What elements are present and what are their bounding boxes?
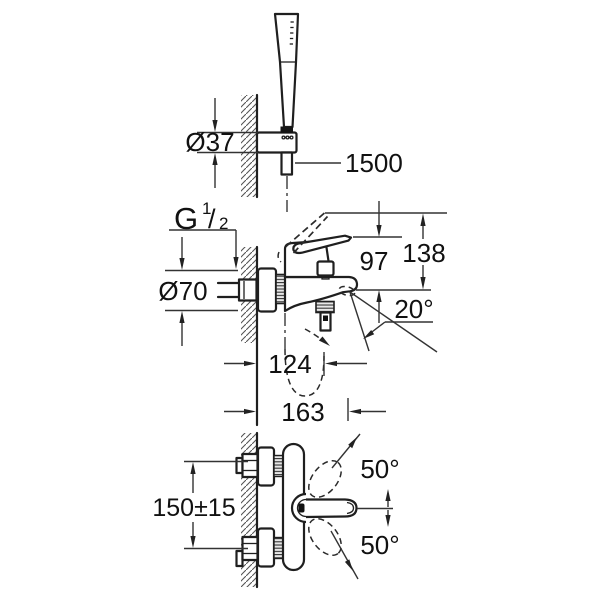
connection-distance-label: 150±15 [152,494,235,522]
handle-up-position-dashed [307,459,343,499]
dim-spout-angle: 20° [349,291,438,353]
swing-upper-label: 50° [360,454,399,484]
thread-label-slash: / [208,204,216,234]
handle-cap-line [346,501,355,515]
handle-pivot-mark [298,503,305,513]
thread-label-num: 1 [202,199,211,218]
bracket-diameter-label: Ø37 [185,127,234,157]
bracket-knurl-dots [281,135,294,140]
dim-thread-size: G 1 / 2 [169,199,239,269]
mixer-top-view: 50° 50° 150±15 [152,431,400,589]
dim-spout-depth: 163 [224,397,386,427]
dim-hose-length: 1500 [295,148,403,178]
open-lever-height-label: 138 [402,238,445,268]
hand-shower-wand [273,12,300,129]
shower-bracket [255,131,298,154]
handle-bar [305,498,358,519]
hose-nipple [280,151,294,176]
diverter-knob [316,260,335,277]
hose-loop-dashed [284,348,325,397]
spray-face-ticks [289,21,294,45]
upper-connection [235,446,284,487]
spout-depth-label: 163 [281,397,324,427]
supply-union [216,278,258,302]
spout-angle-label: 20° [394,294,433,324]
lower-connection [235,527,284,568]
thread-label-den: 2 [219,214,228,233]
lever-open-dashed [277,211,329,263]
shower-outlet-depth-label: 124 [268,349,311,379]
dim-bracket-diameter: Ø37 [185,98,258,188]
escutcheon-diameter-label: Ø70 [158,276,207,306]
swing-lower-label: 50° [360,530,399,560]
wall-hatch [241,95,257,197]
hand-shower-view: Ø37 1500 [185,12,403,212]
spout-body [283,275,359,313]
bracket-clamp [280,126,293,134]
handle-hub-inner [296,498,307,518]
spout-outlet-dashed [338,285,356,297]
mixer-side-view: G 1 / 2 Ø70 97 [158,199,447,427]
shower-hose-outlet [315,300,335,332]
thread-label-g: G [174,201,198,236]
hose-length-label: 1500 [345,148,403,178]
dim-shower-outlet-depth: 124 [224,349,367,379]
lever-closed [292,234,353,255]
diverter-stem [321,274,330,280]
dim-lever-height: 97 [353,201,402,323]
hose-leader-arrow [318,336,330,346]
dim-connection-distance: 150±15 [152,460,248,550]
handle-down-position-dashed [307,517,343,557]
lever-height-label: 97 [360,246,389,276]
dim-escutcheon-diameter: Ø70 [158,237,238,346]
escutcheon [256,267,278,313]
dim-open-lever-height: 138 [325,212,447,291]
dim-handle-swing: 50° 50° [330,433,400,580]
